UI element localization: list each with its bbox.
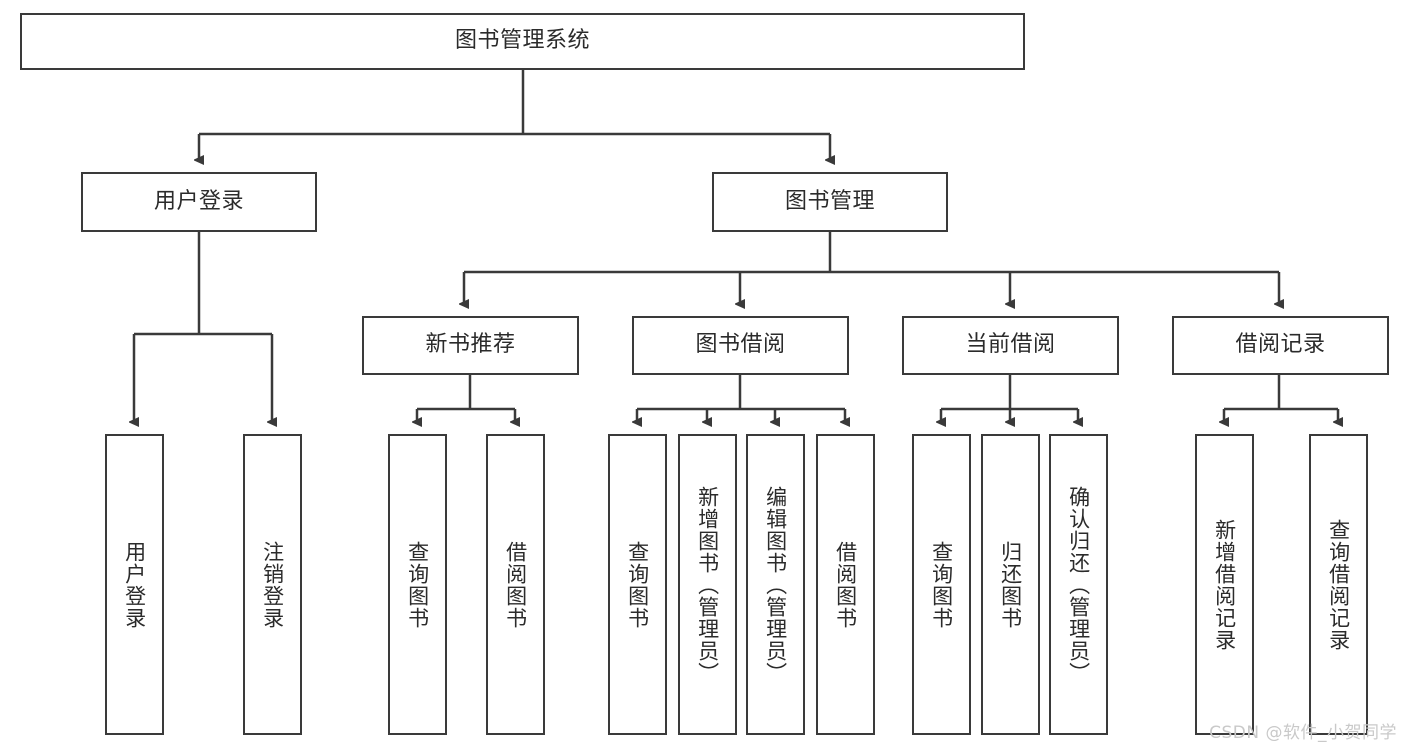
node-label: 借阅图书 <box>833 540 858 629</box>
node-label: 图书借阅 <box>695 332 786 358</box>
node-label: 借阅记录 <box>1235 332 1326 358</box>
node-label: 查询图书 <box>929 540 954 629</box>
leaf-book-borrow-edit-book-admin[interactable]: 编辑图书（管理员） <box>746 434 805 735</box>
leaf-current-borrow-confirm-return-admin[interactable]: 确认归还（管理员） <box>1049 434 1108 735</box>
node-user-login[interactable]: 用户登录 <box>81 172 317 232</box>
leaf-current-borrow-query-books[interactable]: 查询图书 <box>912 434 971 735</box>
node-label: 当前借阅 <box>965 332 1056 358</box>
node-label: 确认归还（管理员） <box>1066 485 1091 684</box>
node-label: 查询借阅记录 <box>1326 518 1351 651</box>
node-current-borrowing[interactable]: 当前借阅 <box>902 316 1119 375</box>
node-label: 图书管理系统 <box>454 28 590 54</box>
node-root-book-management-system[interactable]: 图书管理系统 <box>20 13 1025 70</box>
leaf-book-borrow-borrow-books[interactable]: 借阅图书 <box>816 434 875 735</box>
csdn-watermark: CSDN @软件_小贺同学 <box>1209 723 1397 743</box>
leaf-book-borrow-add-book-admin[interactable]: 新增图书（管理员） <box>678 434 737 735</box>
leaf-new-book-borrow-books[interactable]: 借阅图书 <box>486 434 545 735</box>
leaf-current-borrow-return-books[interactable]: 归还图书 <box>981 434 1040 735</box>
node-label: 编辑图书（管理员） <box>763 485 788 684</box>
leaf-user-login-logout[interactable]: 注销登录 <box>243 434 302 735</box>
node-label: 用户登录 <box>122 540 147 629</box>
leaf-book-borrow-query-books[interactable]: 查询图书 <box>608 434 667 735</box>
node-book-management[interactable]: 图书管理 <box>712 172 948 232</box>
node-label: 查询图书 <box>625 540 650 629</box>
node-label: 查询图书 <box>405 540 430 629</box>
node-book-borrowing[interactable]: 图书借阅 <box>632 316 849 375</box>
node-label: 新增图书（管理员） <box>695 485 720 684</box>
node-new-book-recommendation[interactable]: 新书推荐 <box>362 316 579 375</box>
leaf-borrow-record-query-record[interactable]: 查询借阅记录 <box>1309 434 1368 735</box>
leaf-new-book-query-books[interactable]: 查询图书 <box>388 434 447 735</box>
node-borrowing-record[interactable]: 借阅记录 <box>1172 316 1389 375</box>
node-label: 图书管理 <box>784 188 875 214</box>
leaf-user-login-login[interactable]: 用户登录 <box>105 434 164 735</box>
leaf-borrow-record-add-record[interactable]: 新增借阅记录 <box>1195 434 1254 735</box>
node-label: 归还图书 <box>998 540 1023 629</box>
node-label: 注销登录 <box>260 540 285 629</box>
node-label: 用户登录 <box>153 188 244 214</box>
node-label: 新书推荐 <box>425 332 516 358</box>
node-label: 借阅图书 <box>503 540 528 629</box>
node-label: 新增借阅记录 <box>1212 518 1237 651</box>
